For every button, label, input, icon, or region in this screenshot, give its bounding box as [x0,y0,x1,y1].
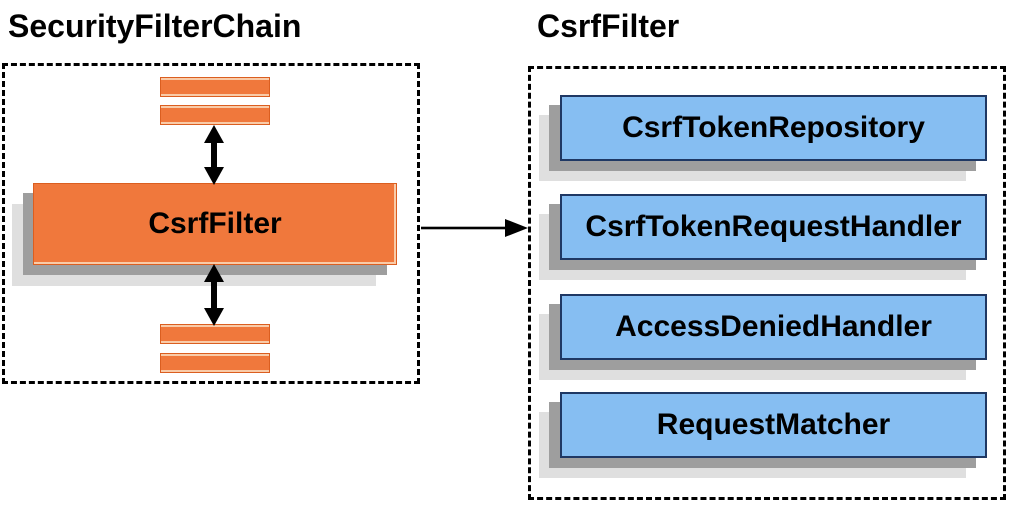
filter-placeholder-bar [160,77,270,97]
component-box-csrf-token-request-handler: CsrfTokenRequestHandler [560,194,987,260]
component-box-access-denied-handler: AccessDeniedHandler [560,294,987,360]
csrf-filter-title: CsrfFilter [537,8,680,44]
component-box-request-matcher: RequestMatcher [560,392,987,458]
component-label: CsrfTokenRequestHandler [585,210,962,243]
component-label: RequestMatcher [656,408,891,441]
security-filter-chain-container [2,63,420,384]
csrf-filter-box: CsrfFilter [33,183,397,265]
component-label: AccessDeniedHandler [615,310,932,343]
filter-placeholder-bar [160,105,270,125]
csrf-filter-box-label: CsrfFilter [148,207,282,240]
component-label: CsrfTokenRepository [622,111,925,144]
filter-placeholder-bar [160,353,270,373]
component-box-csrf-token-repository: CsrfTokenRepository [560,95,987,161]
csrf-filter-components-container [528,66,1006,500]
filter-placeholder-bar [160,324,270,344]
security-filter-chain-title: SecurityFilterChain [8,8,302,44]
csrf-filter-to-components-arrow [421,219,528,237]
